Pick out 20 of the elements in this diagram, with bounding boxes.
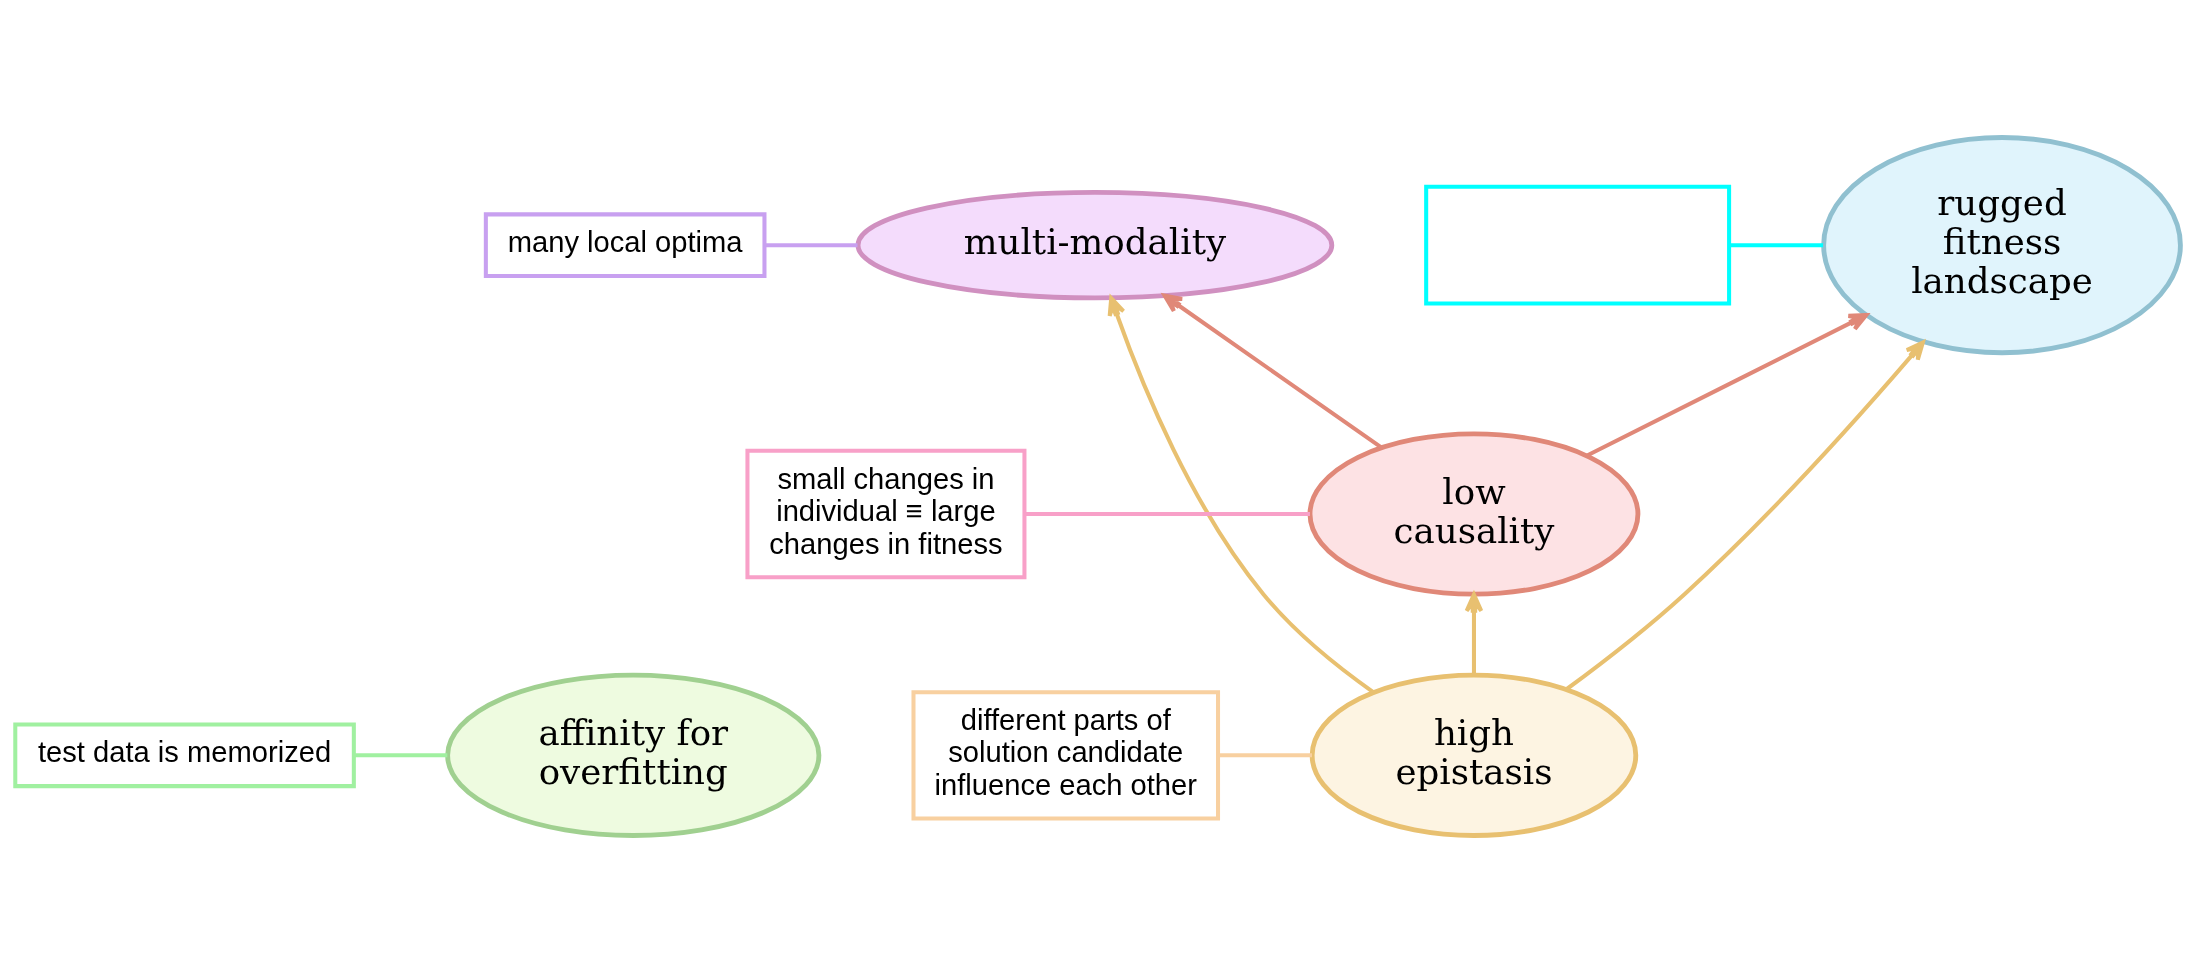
node-box bbox=[1424, 184, 1732, 306]
arrow bbox=[1565, 340, 1925, 691]
node-box: small changes in individual ≡ large changes in fitness bbox=[745, 448, 1027, 580]
connector bbox=[1024, 511, 1310, 517]
node-ellipse: low causality bbox=[1307, 431, 1641, 597]
connector bbox=[354, 753, 448, 758]
node-ellipse: high epistasis bbox=[1309, 672, 1639, 838]
node-ellipse: multi-modality bbox=[855, 190, 1335, 301]
node-ellipse: rugged fitness landscape bbox=[1821, 135, 2183, 356]
arrow bbox=[1162, 293, 1383, 450]
connector bbox=[1218, 753, 1312, 758]
arrow bbox=[1107, 296, 1375, 694]
connector bbox=[1729, 243, 1824, 248]
node-box: many local optima bbox=[483, 212, 767, 278]
arrow bbox=[1464, 592, 1484, 676]
node-ellipse: affinity for overfitting bbox=[445, 672, 822, 838]
node-box: test data is memorized bbox=[13, 722, 356, 789]
node-box: different parts of solution candidate influence each other bbox=[911, 690, 1221, 821]
arrow bbox=[1585, 313, 1869, 458]
connector bbox=[764, 243, 858, 248]
